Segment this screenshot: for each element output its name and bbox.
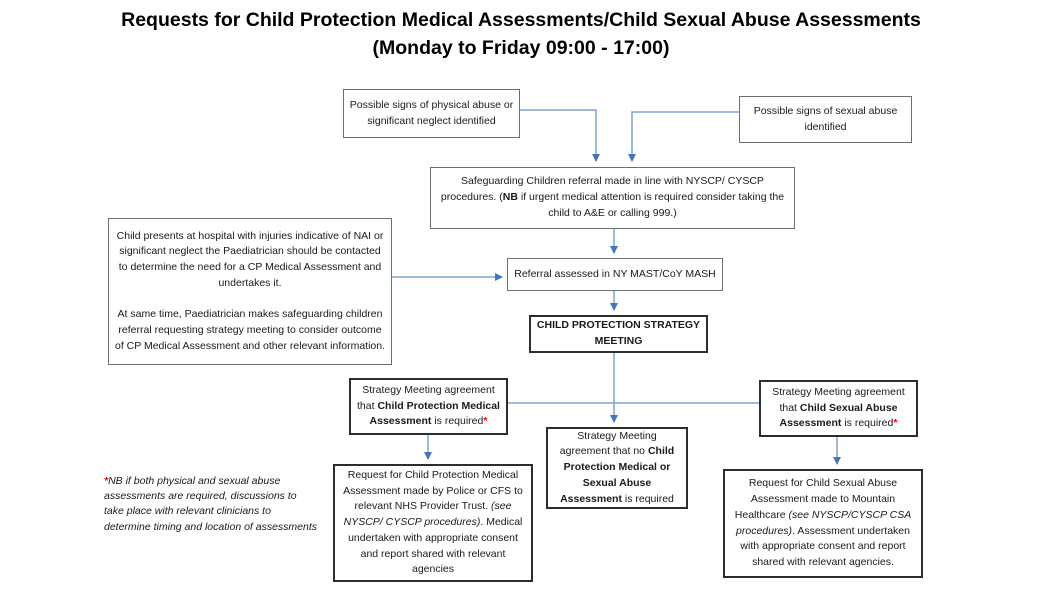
box-referral-assessed-text: Referral assessed in NY MAST/CoY MASH — [514, 267, 716, 280]
box-request-csa-text: Request for Child Sexual Abuse Assessmen… — [734, 477, 915, 568]
box-safeguarding-referral: Safeguarding Children referral made in l… — [430, 167, 795, 229]
box-referral-assessed: Referral assessed in NY MAST/CoY MASH — [507, 258, 723, 291]
connector-sexual-to-safeguarding — [628, 111, 739, 162]
box-strategy-meeting-text: CHILD PROTECTION STRATEGY MEETING — [536, 319, 703, 347]
box-hospital-presentation-text: Child presents at hospital with injuries… — [114, 229, 386, 352]
box-agreement-cp-medical: Strategy Meeting agreement that Child Pr… — [349, 378, 508, 435]
connector-physical-to-safeguarding — [520, 109, 600, 162]
box-possible-physical-abuse-text: Possible signs of physical abuse or sign… — [349, 98, 517, 127]
box-possible-physical-abuse: Possible signs of physical abuse or sign… — [343, 89, 520, 138]
box-strategy-meeting: CHILD PROTECTION STRATEGY MEETING — [529, 315, 708, 353]
box-safeguarding-referral-text: Safeguarding Children referral made in l… — [440, 175, 788, 219]
page-title-line2: (Monday to Friday 09:00 - 17:00) — [372, 37, 670, 59]
box-agreement-cp-medical-text: Strategy Meeting agreement that Child Pr… — [357, 383, 503, 428]
page-title-line1: Requests for Child Protection Medical As… — [121, 9, 921, 31]
box-agreement-csa-text: Strategy Meeting agreement that Child Se… — [772, 385, 908, 430]
box-hospital-presentation: Child presents at hospital with injuries… — [108, 218, 392, 365]
page-title: Requests for Child Protection Medical As… — [0, 6, 1042, 62]
box-agreement-none-text: Strategy Meeting agreement that no Child… — [559, 429, 678, 505]
footnote-both-assessments: *NB if both physical and sexual abuse as… — [104, 475, 318, 533]
box-request-csa: Request for Child Sexual Abuse Assessmen… — [723, 469, 923, 578]
box-possible-sexual-abuse-text: Possible signs of sexual abuse identifie… — [753, 104, 901, 133]
box-agreement-none: Strategy Meeting agreement that no Child… — [546, 427, 688, 509]
box-agreement-csa: Strategy Meeting agreement that Child Se… — [759, 380, 918, 437]
box-request-cp-medical-text: Request for Child Protection Medical Ass… — [343, 468, 526, 576]
box-request-cp-medical: Request for Child Protection Medical Ass… — [333, 464, 533, 582]
box-possible-sexual-abuse: Possible signs of sexual abuse identifie… — [739, 96, 912, 143]
